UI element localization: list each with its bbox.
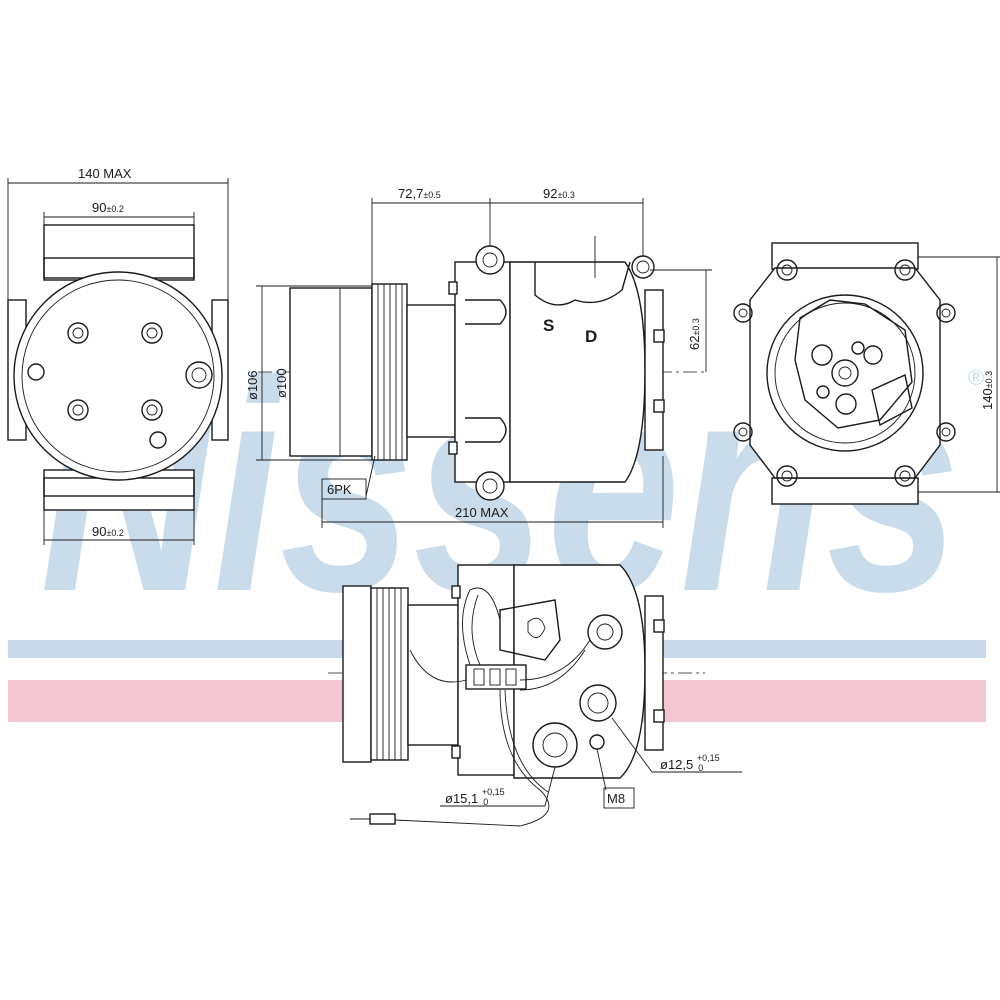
top-bracket-slot bbox=[527, 617, 546, 638]
top-pulley-grooves bbox=[376, 588, 402, 760]
rear-body-circle bbox=[766, 294, 924, 452]
pulley-dia-inner-label: ø100 bbox=[274, 368, 289, 398]
top-view: ø12,5 +0,15 0 ø15,1 +0,15 0 M8 bbox=[328, 564, 742, 827]
rear-bolt bbox=[733, 303, 753, 323]
watermark-registered-mark: ® bbox=[968, 365, 984, 390]
rear-body-inner bbox=[774, 302, 916, 444]
rear-hub bbox=[831, 359, 859, 387]
front-sensor-port bbox=[185, 361, 213, 389]
pulley-dia-outer-label: ø106 bbox=[245, 370, 260, 400]
side-mount-lug-top bbox=[475, 245, 505, 275]
top-sensor-plug bbox=[369, 813, 396, 825]
rear-bolt bbox=[936, 422, 956, 442]
top-front-housing bbox=[407, 604, 459, 746]
front-bottom-spacing-label: 90±0.2 bbox=[92, 524, 124, 539]
front-bolt bbox=[67, 322, 89, 344]
top-suction-port bbox=[532, 722, 578, 768]
rear-view: 140±0.3 bbox=[733, 242, 1000, 505]
top-clutch-plate bbox=[342, 585, 372, 763]
side-bolt-head bbox=[653, 399, 665, 413]
side-main-body bbox=[509, 261, 646, 483]
top-sensor-cable bbox=[504, 689, 549, 793]
top-bolt-head bbox=[653, 709, 665, 723]
rear-bolt bbox=[936, 303, 956, 323]
rear-hub-center bbox=[838, 366, 852, 380]
belt-type-label: 6PK bbox=[327, 482, 352, 497]
pulley-offset-label: 72,7±0.5 bbox=[398, 186, 441, 201]
rear-hole bbox=[816, 385, 830, 399]
side-bolt-head bbox=[653, 329, 665, 343]
rear-arm bbox=[871, 374, 913, 427]
front-view: 140 MAX 90±0.2 90±0.2 bbox=[7, 166, 229, 545]
rear-hole bbox=[863, 345, 883, 365]
discharge-port-label: D bbox=[585, 327, 597, 346]
side-rear-cover bbox=[644, 289, 664, 451]
rear-height-label: 140±0.3 bbox=[980, 371, 995, 410]
rear-bolt bbox=[894, 465, 916, 487]
side-port-block bbox=[534, 261, 631, 306]
rear-hole bbox=[811, 344, 833, 366]
front-body-circle bbox=[13, 271, 223, 481]
port-height-label: 62±0.3 bbox=[687, 318, 702, 350]
top-bolt-head bbox=[653, 619, 665, 633]
front-width-max-label: 140 MAX bbox=[78, 166, 132, 181]
top-wire bbox=[462, 587, 501, 666]
overall-length-label: 210 MAX bbox=[455, 505, 509, 520]
top-sensor-cable bbox=[394, 689, 550, 827]
discharge-port-dia-label: ø12,5 +0,15 0 bbox=[660, 749, 723, 773]
side-front-housing bbox=[406, 304, 456, 438]
top-port-fitting bbox=[587, 614, 623, 650]
front-bolt bbox=[141, 322, 163, 344]
side-strap-top bbox=[465, 299, 507, 325]
rear-valve-plate bbox=[794, 299, 913, 429]
body-length-label: 92±0.3 bbox=[543, 186, 575, 201]
top-wire bbox=[409, 649, 467, 683]
side-pulley-grooves bbox=[377, 284, 403, 460]
side-clutch-plate bbox=[289, 287, 373, 457]
rear-bolt bbox=[776, 259, 798, 281]
side-mount-lug-rear bbox=[631, 255, 655, 279]
side-bolt-head bbox=[448, 281, 458, 295]
top-wire bbox=[471, 594, 481, 666]
top-discharge-port bbox=[579, 684, 617, 722]
front-hole bbox=[149, 431, 167, 449]
side-front-flange bbox=[454, 261, 511, 483]
top-wire bbox=[519, 649, 586, 691]
suction-port-label: S bbox=[543, 316, 554, 335]
front-body-inner bbox=[21, 279, 215, 473]
thread-size-label: M8 bbox=[607, 791, 625, 806]
rear-bottom-mount bbox=[771, 477, 919, 505]
top-bolt-head bbox=[451, 745, 461, 759]
rear-hole bbox=[835, 393, 857, 415]
rear-hole bbox=[851, 341, 865, 355]
rear-bolt bbox=[776, 465, 798, 487]
rear-bolt bbox=[894, 259, 916, 281]
front-bolt bbox=[67, 399, 89, 421]
rear-bolt bbox=[733, 422, 753, 442]
side-view: S D ø106 ø100 72,7±0.5 92±0.3 62±0.3 6PK… bbox=[245, 186, 712, 528]
top-rear-cover bbox=[644, 595, 664, 751]
front-hole bbox=[27, 363, 45, 381]
top-bolt-head bbox=[451, 585, 461, 599]
side-strap-bottom bbox=[465, 417, 507, 443]
side-mount-lug-bottom bbox=[475, 471, 505, 501]
front-top-spacing-label: 90±0.2 bbox=[92, 200, 124, 215]
front-bolt bbox=[141, 399, 163, 421]
top-bracket bbox=[499, 599, 561, 661]
side-bolt-head bbox=[448, 441, 458, 455]
suction-port-dia-label: ø15,1 +0,15 0 bbox=[445, 783, 508, 807]
